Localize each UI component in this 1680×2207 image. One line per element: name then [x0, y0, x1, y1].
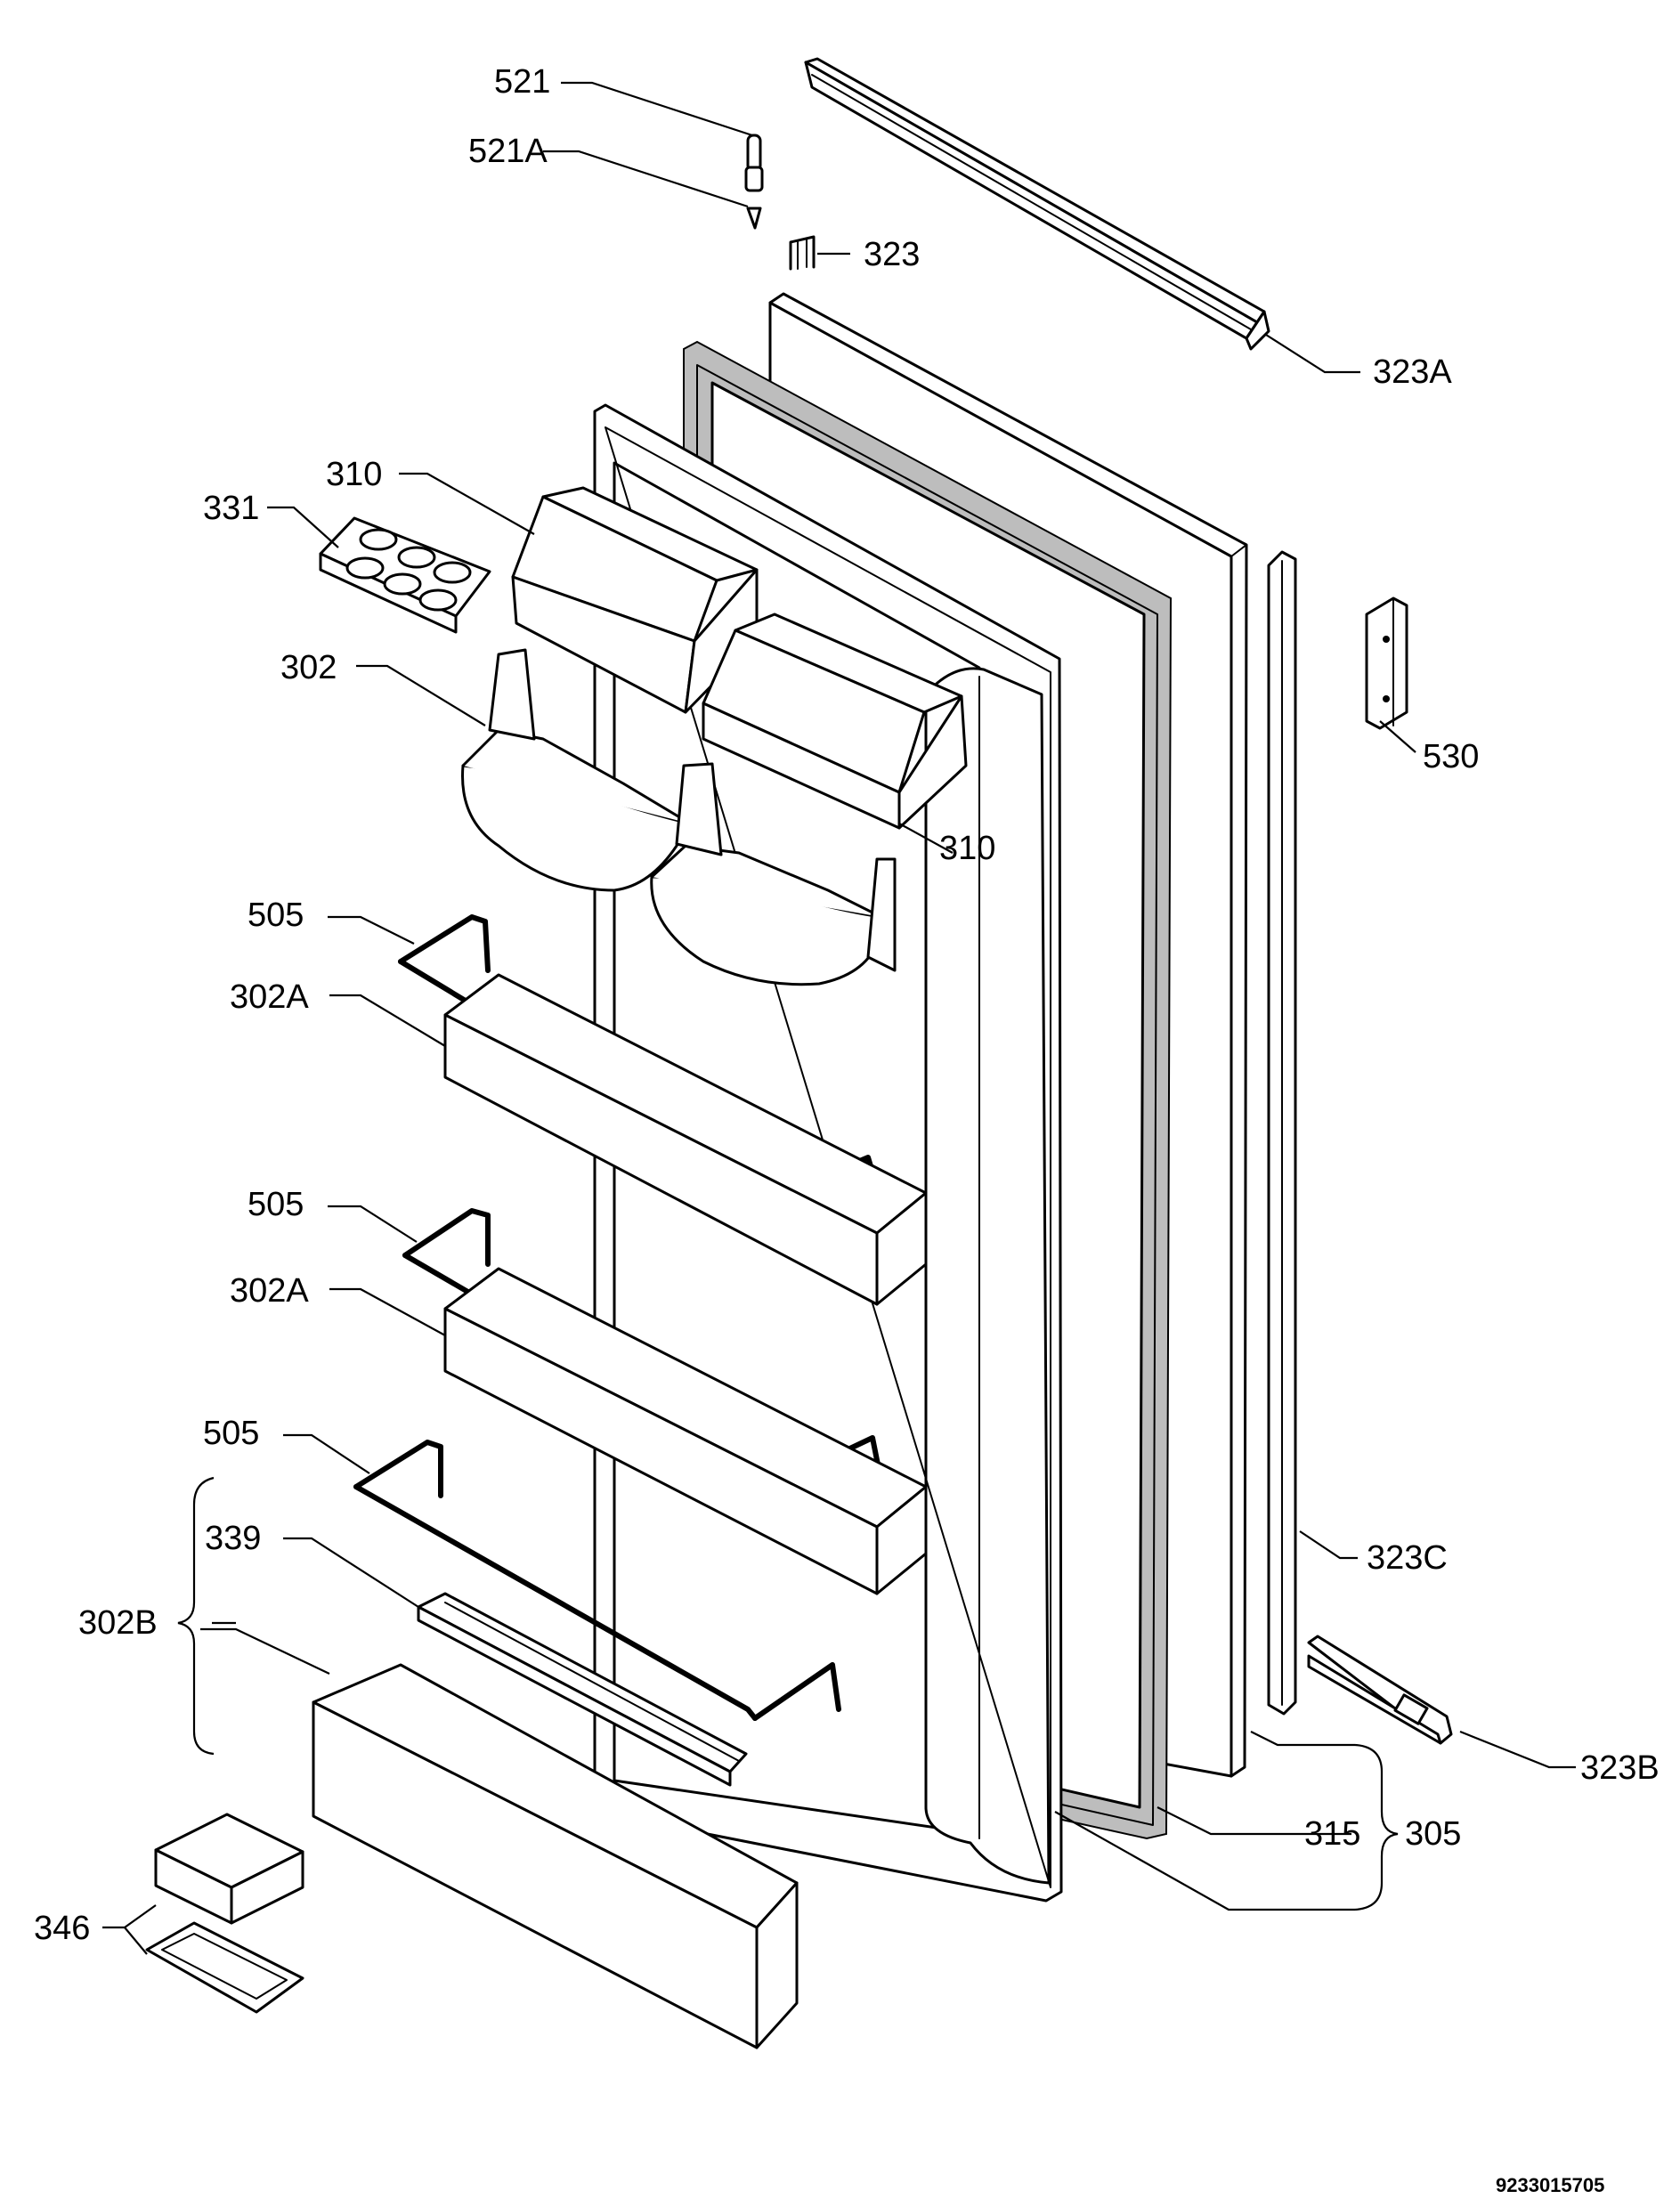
- part-323-clip: [789, 235, 816, 271]
- label-315: 315: [1304, 1815, 1360, 1853]
- label-331: 331: [203, 490, 259, 527]
- part-323c-side-strip: [1267, 550, 1297, 1716]
- label-302a-2: 302A: [230, 1272, 309, 1310]
- label-339: 339: [205, 1520, 261, 1557]
- part-331-egg-tray: [319, 516, 491, 634]
- label-305: 305: [1405, 1815, 1461, 1853]
- document-id: 9233015705: [1496, 2174, 1604, 2196]
- label-302b: 302B: [78, 1604, 158, 1642]
- label-505-2: 505: [248, 1186, 304, 1223]
- part-505-bottle-guard-lower: [353, 1440, 841, 1721]
- label-310-mid: 310: [939, 830, 995, 867]
- part-302b-bottom-bin: [312, 1663, 799, 2049]
- part-346-cover-and-seal: [145, 1813, 304, 2014]
- label-323a: 323A: [1373, 353, 1452, 391]
- part-310-dairy-compartment-lower: [702, 613, 968, 830]
- brace-305: [1354, 1743, 1399, 1911]
- label-310-top: 310: [326, 456, 382, 493]
- label-323b: 323B: [1580, 1749, 1660, 1787]
- part-302a-door-bin-upper: [443, 973, 928, 1306]
- part-302a-door-bin-lower: [443, 1267, 928, 1595]
- leader-lines: [102, 81, 1576, 1955]
- label-302: 302: [280, 649, 337, 686]
- part-302-small-door-bin-left: [461, 648, 692, 892]
- part-302-small-door-bin-right: [650, 762, 897, 986]
- label-505-1: 505: [248, 897, 304, 934]
- part-530-hinge-bracket: [1365, 596, 1408, 730]
- part-323b-bottom-rail: [1307, 1635, 1453, 1745]
- label-346: 346: [34, 1910, 90, 1947]
- label-530: 530: [1423, 738, 1479, 775]
- part-521-lamp: [744, 134, 764, 230]
- label-302a-1: 302A: [230, 978, 309, 1016]
- label-323: 323: [864, 236, 920, 273]
- part-339-bottle-divider: [417, 1592, 748, 1787]
- label-505-3: 505: [203, 1415, 259, 1452]
- label-521a: 521A: [468, 133, 548, 170]
- part-323a-top-trim: [804, 57, 1270, 351]
- brace-302b: [177, 1476, 215, 1756]
- label-323c: 323C: [1367, 1539, 1448, 1577]
- part-310-dairy-compartment-upper: [511, 486, 759, 714]
- label-521: 521: [494, 63, 550, 101]
